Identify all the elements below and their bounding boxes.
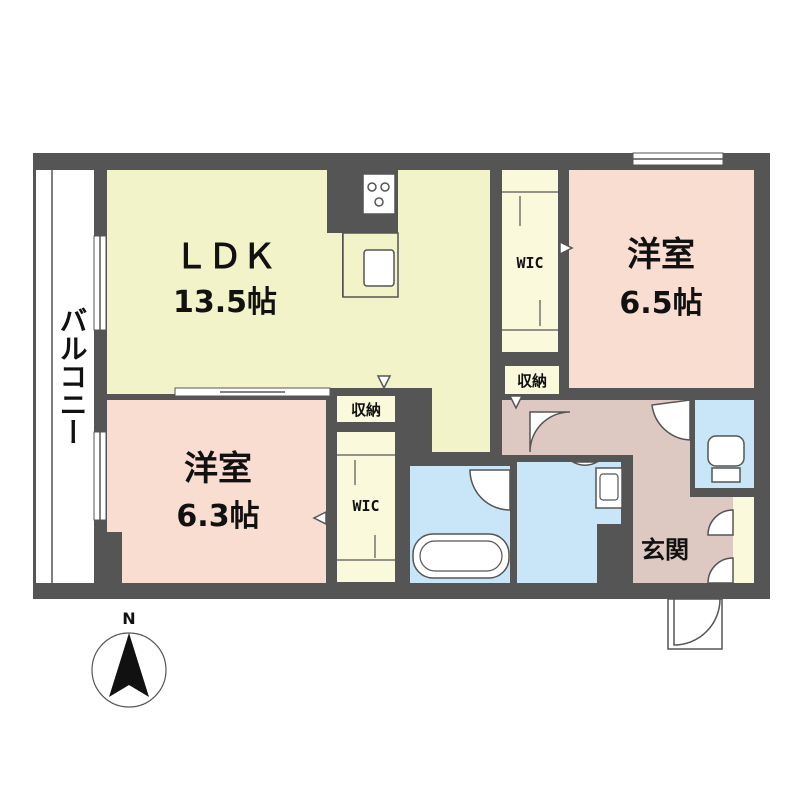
balcony bbox=[36, 170, 94, 583]
kitchen-sink-icon bbox=[363, 249, 395, 287]
room-ldk bbox=[107, 170, 490, 452]
north-arrow-icon bbox=[109, 633, 149, 697]
label-balcony: バルコニー bbox=[56, 306, 89, 446]
door-entrance-cabinet-2 bbox=[707, 557, 734, 584]
cooktop-icon bbox=[362, 173, 396, 215]
label-storage-upper: 収納 bbox=[517, 372, 547, 390]
door-hall-upper bbox=[529, 411, 571, 453]
north-compass: N bbox=[91, 609, 167, 708]
label-bedroom-west-size: 6.3帖 bbox=[176, 499, 259, 534]
door-wash bbox=[570, 461, 600, 466]
compass-label: N bbox=[122, 609, 135, 628]
room-bedroom-west bbox=[107, 400, 326, 583]
label-bedroom-east: 洋室 bbox=[627, 235, 695, 275]
room-bedroom-east bbox=[569, 170, 754, 388]
label-bedroom-east-size: 6.5帖 bbox=[619, 286, 702, 321]
room-hallway bbox=[502, 400, 690, 497]
label-storage-lower: 収納 bbox=[351, 401, 381, 419]
bathtub-icon bbox=[412, 533, 510, 579]
label-bedroom-west: 洋室 bbox=[184, 449, 252, 489]
room-wic-upper bbox=[502, 170, 558, 352]
door-toilet bbox=[651, 399, 691, 441]
label-entrance: 玄関 bbox=[641, 536, 689, 564]
room-wic-lower bbox=[337, 432, 395, 582]
label-ldk: ＬＤＫ bbox=[174, 237, 276, 277]
label-ldk-size: 13.5帖 bbox=[173, 285, 277, 320]
label-wic-lower: WIC bbox=[352, 497, 379, 515]
room-storage-lower bbox=[337, 396, 395, 422]
shoe-cabinet bbox=[733, 497, 754, 583]
door-bath bbox=[469, 469, 511, 511]
label-wic-upper: WIC bbox=[516, 254, 543, 272]
door-entrance-cabinet bbox=[707, 509, 734, 536]
room-storage-upper bbox=[505, 366, 559, 394]
room-washroom bbox=[517, 462, 597, 583]
